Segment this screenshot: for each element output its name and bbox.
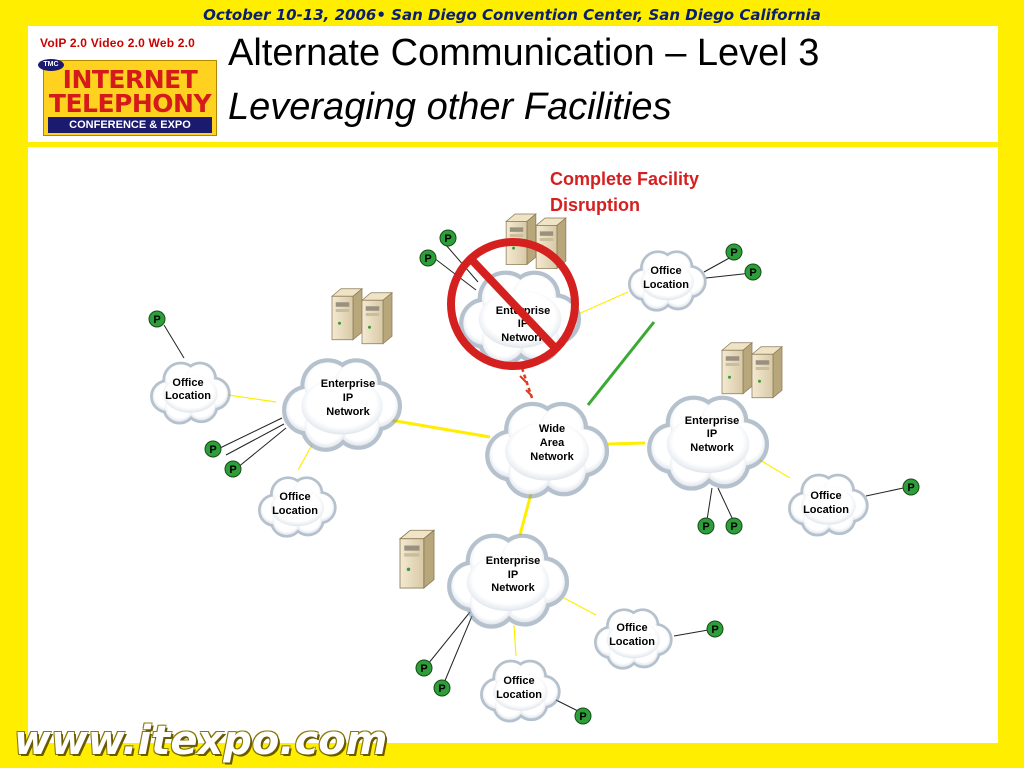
failed-link [520,367,534,399]
enterprise-label-line1: Enterprise [685,415,739,427]
phone-label: P [711,624,718,636]
wan-label-line2: Area [540,437,565,449]
header-divider [0,142,1024,145]
slide-title: Alternate Communication – Level 3 [228,32,820,74]
office-label-line2: Location [609,636,655,648]
enterprise-label-line2: IP [518,318,528,330]
footer-website: www.itexpo.com [14,718,388,764]
backup-link [586,321,656,406]
tmc-badge: TMC [38,59,64,71]
office-label-line2: Location [165,390,211,402]
enterprise-label-line3: Network [326,406,370,418]
enterprise-label-line1: Enterprise [486,555,540,567]
phone-label: P [749,267,756,279]
disruption-label-line1: Complete Facility [550,169,699,189]
phone-node: P [419,249,437,267]
logo-badge: TMC INTERNET TELEPHONY CONFERENCE & EXPO [38,59,217,136]
phone-node: P [204,440,222,458]
phone-label: P [702,521,709,533]
phone-label: P [444,233,451,245]
phone-label: P [579,711,586,723]
phone-label: P [209,444,216,456]
phone-label: P [907,482,914,494]
enterprise-label-line2: IP [343,392,353,404]
phone-label: P [229,464,236,476]
office-label-line2: Location [803,504,849,516]
phone-node: P [902,478,920,496]
enterprise-label-line3: Network [690,442,734,454]
office-label-line1: Office [172,377,203,389]
enterprise-label-line2: IP [508,569,518,581]
office-label-line1: Office [650,265,681,277]
office-label-line1: Office [810,490,841,502]
phone-label: P [420,663,427,675]
phone-node: P [433,679,451,697]
logo-tagline: VoIP 2.0 Video 2.0 Web 2.0 [40,36,196,50]
phone-endpoints: P P P P P P P P P P P P P P [148,229,920,725]
server-icon [721,342,753,395]
phone-node: P [574,707,592,725]
office-label-line2: Location [643,279,689,291]
conference-logo: VoIP 2.0 Video 2.0 Web 2.0 TMC INTERNET … [38,36,220,136]
server-icon [331,288,363,341]
phone-label: P [438,683,445,695]
office-label-line2: Location [496,689,542,701]
wan-link-west [389,418,491,439]
server-icon [399,529,435,589]
logo-line-internet: INTERNET [62,65,198,94]
phone-node: P [439,229,457,247]
cloud-labels: Enterprise IP Network Enterprise IP Netw… [165,265,849,701]
wan-label-line1: Wide [539,423,565,435]
phone-label: P [730,521,737,533]
phone-node: P [148,310,166,328]
phone-node: P [725,517,743,535]
phone-label: P [153,314,160,326]
disruption-label-line2: Disruption [550,195,640,215]
phone-node: P [224,460,242,478]
office-label-line2: Location [272,505,318,517]
phone-node: P [744,263,762,281]
phone-label: P [730,247,737,259]
server-icon [361,292,393,345]
phone-label: P [424,253,431,265]
office-label-line1: Office [503,675,534,687]
phone-node: P [697,517,715,535]
enterprise-label-line3: Network [501,332,545,344]
office-label-line1: Office [616,622,647,634]
server-icon [751,346,783,399]
phone-node: P [415,659,433,677]
enterprise-label-line3: Network [491,582,535,594]
logo-line-telephony: TELEPHONY [48,89,212,118]
slide-subtitle: Leveraging other Facilities [228,86,672,128]
office-label-line1: Office [279,491,310,503]
phone-node: P [706,620,724,638]
enterprise-label-line2: IP [707,428,717,440]
disruption-prohibited-icon [447,238,579,370]
logo-line-conference: CONFERENCE & EXPO [48,117,212,133]
event-banner: October 10-13, 2006• San Diego Conventio… [203,6,821,24]
phone-node: P [725,243,743,261]
wan-link-east [607,441,646,446]
enterprise-label-line1: Enterprise [321,378,375,390]
clouds [152,252,867,720]
fault-marks [519,375,533,397]
wan-label-line3: Network [530,451,574,463]
